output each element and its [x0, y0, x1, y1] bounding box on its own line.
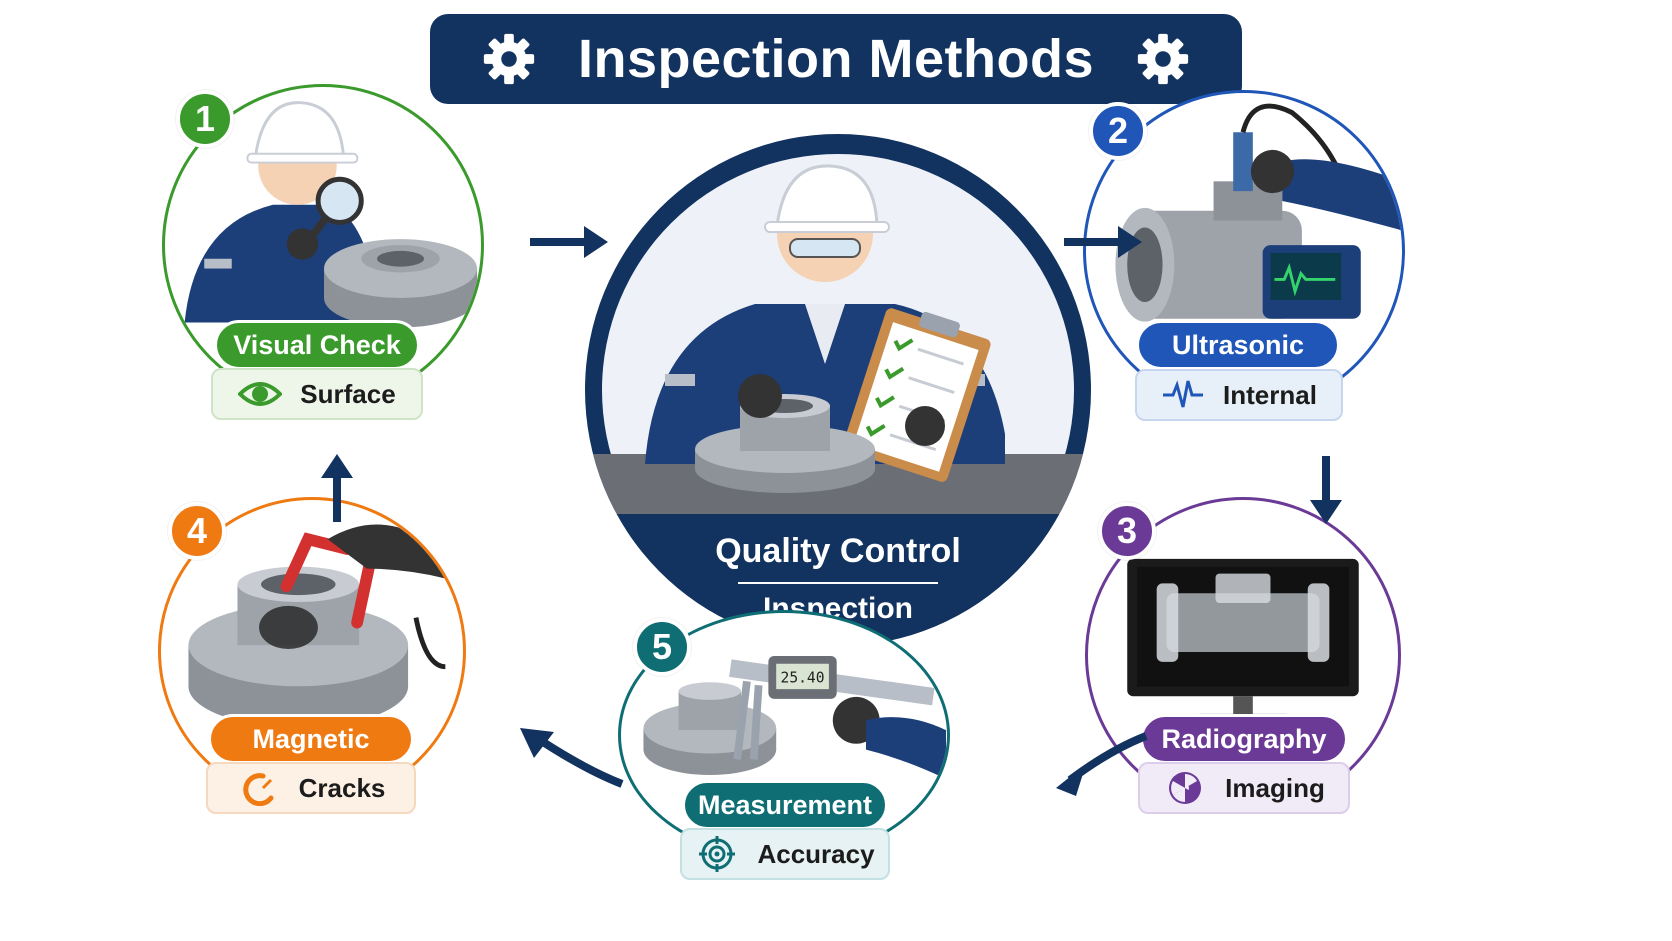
- arrow-up-icon: [321, 454, 353, 522]
- arrow-down-icon: [1310, 456, 1342, 524]
- waveform-icon: [1163, 380, 1204, 408]
- page-title: Inspection Methods: [577, 29, 1094, 89]
- radiation-icon: [1169, 772, 1202, 804]
- center-quality-control-circle: Quality Control Inspection: [585, 134, 1091, 646]
- method-number-badge-2: 2: [1089, 102, 1147, 160]
- method-label-measurement: Measurement: [682, 780, 888, 830]
- method-number-badge-3: 3: [1098, 502, 1156, 560]
- method-sub-text: Accuracy: [757, 838, 875, 869]
- center-divider: [738, 582, 938, 584]
- center-title: Quality Control: [715, 532, 961, 570]
- method-sub-surface: Surface: [211, 368, 423, 420]
- arrow-up-left-icon: [520, 728, 624, 788]
- method-sub-internal: Internal: [1135, 369, 1343, 421]
- magnet-icon: [242, 773, 274, 806]
- method-label-magnetic: Magnetic: [208, 714, 414, 764]
- caliper-readout: 25.40: [781, 669, 825, 686]
- arrow-right-icon: [1064, 226, 1142, 258]
- method-label-ultrasonic: Ultrasonic: [1136, 320, 1340, 370]
- caliper-measurement-illustration: 25.40: [643, 655, 947, 779]
- method-sub-accuracy: Accuracy: [680, 828, 890, 880]
- ultrasonic-testing-illustration: [1115, 103, 1402, 322]
- target-icon: [699, 836, 736, 872]
- method-number-badge-1: 1: [176, 90, 234, 148]
- inspector-with-clipboard-illustration: [585, 154, 1091, 646]
- gear-icon: [1137, 33, 1189, 85]
- method-sub-text: Internal: [1223, 379, 1317, 410]
- method-number-badge-5: 5: [633, 618, 691, 676]
- method-number-badge-4: 4: [168, 502, 226, 560]
- gear-icon: [483, 33, 535, 85]
- eye-icon: [238, 382, 283, 406]
- method-sub-text: Cracks: [298, 772, 386, 803]
- method-sub-cracks: Cracks: [206, 762, 416, 814]
- method-label-radiography: Radiography: [1140, 714, 1348, 764]
- title-banner: Inspection Methods: [430, 14, 1242, 104]
- arrow-down-left-icon: [1056, 732, 1148, 796]
- method-sub-imaging: Imaging: [1138, 762, 1350, 814]
- magnetic-particle-illustration: [188, 524, 446, 728]
- method-label-visual-check: Visual Check: [214, 320, 420, 370]
- method-sub-text: Imaging: [1225, 772, 1325, 803]
- arrow-right-icon: [530, 226, 608, 258]
- method-sub-text: Surface: [300, 378, 396, 409]
- visual-inspector-illustration: [184, 101, 478, 328]
